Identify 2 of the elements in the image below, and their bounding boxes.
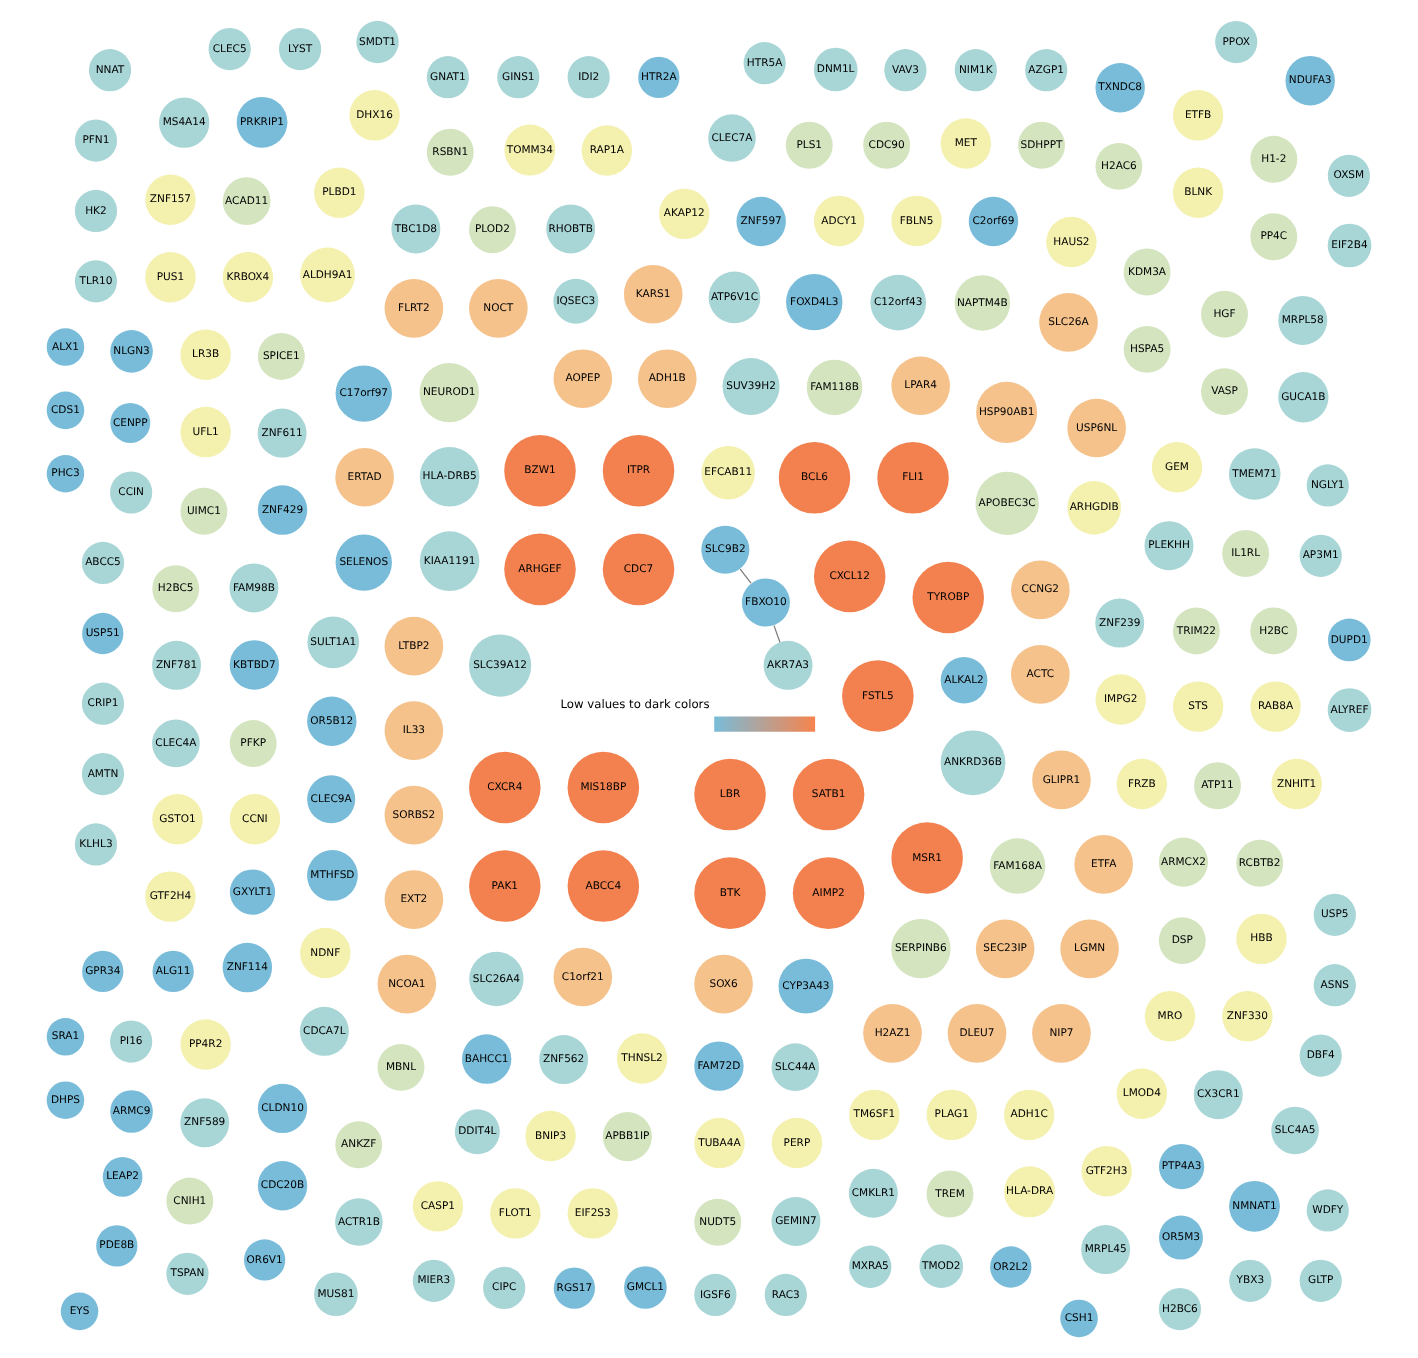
connector	[739, 568, 752, 584]
connector	[773, 625, 781, 643]
